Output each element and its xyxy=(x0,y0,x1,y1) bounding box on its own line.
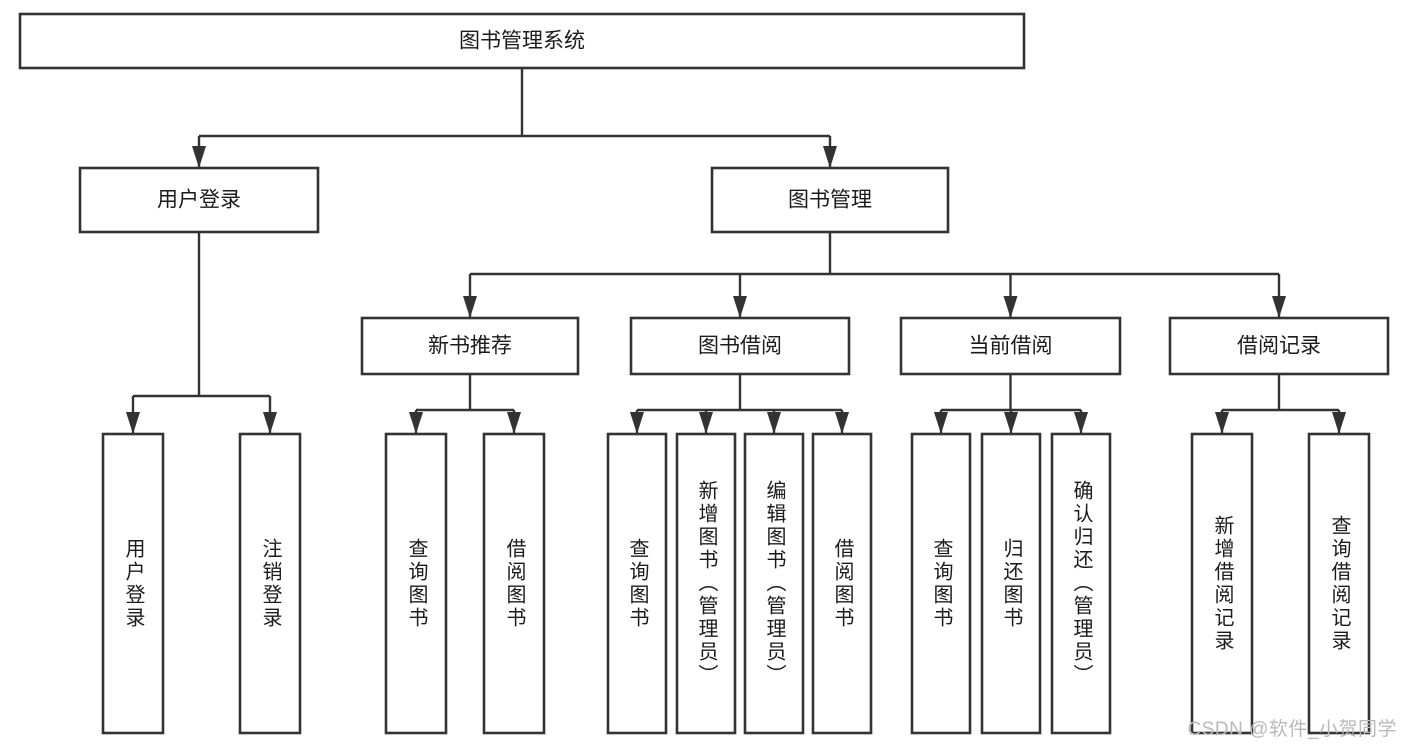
node-label-book-borrow: 图书借阅 xyxy=(698,335,782,358)
arrow-head-icon xyxy=(263,412,277,434)
arrow-head-icon xyxy=(630,412,644,434)
node-box-leaf-query-book-rec[interactable] xyxy=(384,432,448,735)
node-label-current-borrow: 当前借阅 xyxy=(969,335,1053,358)
arrow-head-icon xyxy=(192,146,206,168)
node-box-new-book-recommend[interactable] xyxy=(360,316,580,376)
node-box-borrow-record[interactable] xyxy=(1168,316,1390,376)
node-box-leaf-confirm-return-admin[interactable] xyxy=(1050,432,1112,735)
node-label-borrow-record: 借阅记录 xyxy=(1237,335,1321,358)
node-box-leaf-query-borrow-record[interactable] xyxy=(1307,432,1371,735)
arrow-head-icon xyxy=(126,412,140,434)
node-box-leaf-add-book-admin[interactable] xyxy=(675,432,737,735)
arrow-head-icon xyxy=(463,296,477,318)
arrow-head-icon xyxy=(835,412,849,434)
arrow-head-icon xyxy=(767,412,781,434)
boxes-layer xyxy=(18,12,1390,735)
node-box-leaf-borrow-book-rec[interactable] xyxy=(482,432,546,735)
node-box-book-borrow[interactable] xyxy=(629,316,851,376)
node-label-new-book-recommend: 新书推荐 xyxy=(428,335,512,358)
node-label-book-manage: 图书管理 xyxy=(788,189,872,212)
node-box-root[interactable] xyxy=(18,12,1026,70)
node-label-root: 图书管理系统 xyxy=(459,30,585,53)
arrow-head-icon xyxy=(1074,412,1088,434)
arrow-head-icon xyxy=(733,296,747,318)
node-box-leaf-borrow-book[interactable] xyxy=(811,432,873,735)
node-box-leaf-user-login[interactable] xyxy=(101,432,165,735)
arrow-head-icon xyxy=(934,412,948,434)
node-box-leaf-query-book-current[interactable] xyxy=(910,432,972,735)
node-label-user-login: 用户登录 xyxy=(157,189,241,212)
node-box-user-login[interactable] xyxy=(78,166,320,234)
arrow-head-icon xyxy=(409,412,423,434)
node-box-book-manage[interactable] xyxy=(710,166,950,234)
arrow-head-icon xyxy=(507,412,521,434)
node-box-leaf-edit-book-admin[interactable] xyxy=(743,432,805,735)
node-box-leaf-query-book-borrow[interactable] xyxy=(606,432,668,735)
arrow-head-icon xyxy=(1004,412,1018,434)
connectors-layer xyxy=(126,68,1346,434)
node-box-current-borrow[interactable] xyxy=(899,316,1122,376)
arrow-head-icon xyxy=(1332,412,1346,434)
node-box-leaf-return-book[interactable] xyxy=(980,432,1042,735)
arrow-head-icon xyxy=(1215,412,1229,434)
node-box-leaf-logout-login[interactable] xyxy=(238,432,302,735)
arrow-head-icon xyxy=(699,412,713,434)
watermark-text: CSDN @软件_小贺同学 xyxy=(1187,719,1397,740)
arrow-head-icon xyxy=(823,146,837,168)
arrow-head-icon xyxy=(1272,296,1286,318)
arrow-head-icon xyxy=(1003,296,1018,318)
node-box-leaf-add-borrow-record[interactable] xyxy=(1190,432,1254,735)
